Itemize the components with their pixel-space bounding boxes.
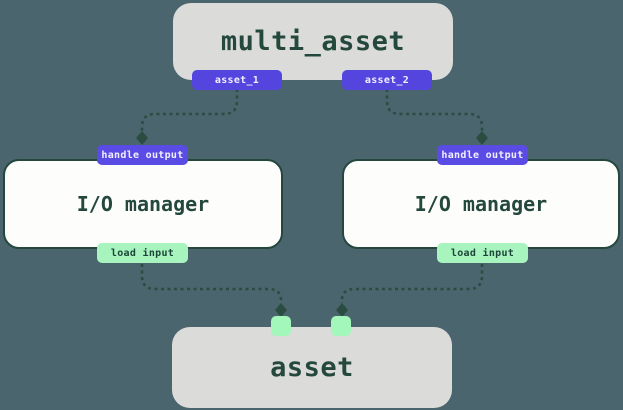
edge-asset2-to-io-right	[385, 89, 488, 145]
diamond-arrowhead-icon	[136, 131, 148, 145]
diamond-arrowhead-icon	[476, 131, 488, 145]
input-badge-handle-output-left[interactable]: handle output	[97, 145, 188, 165]
edge-asset1-to-io-left	[136, 89, 239, 145]
multi-asset-label: multi_asset	[220, 26, 406, 57]
output-handle-asset-1[interactable]: asset_1	[192, 70, 282, 90]
diamond-arrowhead-icon	[336, 303, 348, 317]
node-asset[interactable]: asset	[172, 327, 452, 408]
input-badge-handle-output-right[interactable]: handle output	[437, 145, 528, 165]
output-handle-asset-2[interactable]: asset_2	[342, 70, 432, 90]
asset-input-handle-left[interactable]	[271, 316, 291, 336]
output-badge-load-input-left[interactable]: load input	[97, 243, 188, 263]
output-badge-load-input-right[interactable]: load input	[437, 243, 528, 263]
edge-io-left-to-asset	[140, 264, 287, 317]
edge-io-right-to-asset	[336, 264, 484, 317]
node-io-manager-right[interactable]: I/O manager	[342, 159, 620, 249]
io-manager-right-label: I/O manager	[414, 192, 548, 216]
io-manager-left-label: I/O manager	[76, 192, 210, 216]
node-multi-asset[interactable]: multi_asset	[173, 3, 453, 80]
node-io-manager-left[interactable]: I/O manager	[3, 159, 283, 249]
diamond-arrowhead-icon	[275, 303, 287, 317]
asset-input-handle-right[interactable]	[331, 316, 351, 336]
asset-label: asset	[270, 352, 354, 383]
